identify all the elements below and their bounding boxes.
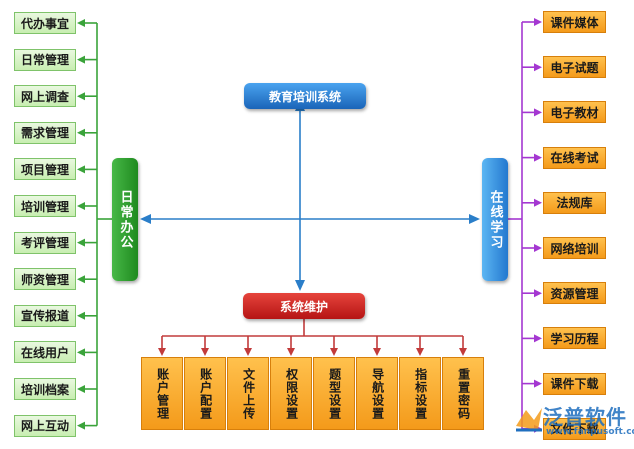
bottom-branch-arrow	[330, 348, 338, 356]
bottom-branch-arrow	[158, 348, 166, 356]
left-branch-arrow	[77, 385, 85, 393]
left-branch-arrow	[77, 275, 85, 284]
right-branch-arrow	[534, 18, 542, 26]
left-branch-arrow	[77, 128, 85, 137]
axis-arrow-left	[140, 214, 151, 224]
right-item: 电子教材	[543, 101, 606, 124]
center-top-box: 教育培训系统	[244, 83, 366, 109]
bottom-item: 账户配置	[184, 357, 226, 430]
watermark-text: 泛普软件	[543, 405, 627, 429]
left-branch-arrow	[77, 202, 85, 210]
right-item: 法规库	[543, 191, 606, 214]
axis-arrow-down	[295, 280, 305, 291]
bottom-branch-arrow	[416, 348, 424, 356]
left-branch-arrow	[77, 311, 85, 320]
bottom-branch-arrow	[244, 348, 252, 356]
left-branch-arrow	[77, 348, 85, 357]
bottom-item: 指标设置	[399, 357, 441, 430]
watermark-url: www.fanpusoft.com	[546, 427, 634, 437]
center-left-box: 日常办公	[112, 158, 138, 281]
bottom-branch-arrow	[287, 348, 295, 356]
left-item: 代办事宜	[14, 12, 76, 34]
right-branch-arrow	[534, 108, 542, 117]
right-item: 课件媒体	[543, 11, 606, 33]
bottom-branch-arrow	[459, 348, 467, 356]
left-item: 日常管理	[14, 48, 76, 71]
right-item: 在线考试	[543, 146, 606, 169]
left-item: 项目管理	[14, 158, 76, 181]
axis-arrow-right	[469, 214, 480, 224]
logo-icon	[516, 408, 542, 432]
right-item: 学习历程	[543, 327, 606, 350]
left-branch-arrow	[77, 55, 85, 64]
right-branch-arrow	[534, 244, 542, 252]
bottom-branch-arrow	[373, 348, 381, 356]
left-branch-arrow	[77, 421, 85, 430]
right-item: 资源管理	[543, 282, 606, 305]
left-item: 需求管理	[14, 121, 76, 144]
left-item: 培训档案	[14, 378, 76, 400]
bottom-branch-arrow	[201, 348, 209, 356]
left-item: 在线用户	[14, 341, 76, 364]
right-branch-arrow	[534, 334, 542, 343]
right-item: 文件下载	[543, 417, 606, 440]
left-item: 培训管理	[14, 195, 76, 217]
left-item: 网上互动	[14, 414, 76, 437]
center-bottom-box: 系统维护	[243, 293, 365, 319]
right-branch-arrow	[534, 63, 542, 72]
right-branch-arrow	[534, 289, 542, 298]
bottom-item: 文件上传	[227, 357, 269, 430]
right-item: 课件下载	[543, 372, 606, 395]
center-right-box: 在线学习	[482, 158, 508, 281]
left-item: 网上调查	[14, 85, 76, 108]
right-branch-arrow	[534, 379, 542, 388]
bottom-item: 题型设置	[313, 357, 355, 430]
bottom-item: 导航设置	[356, 357, 398, 430]
right-branch-arrow	[534, 198, 542, 207]
left-branch-arrow	[77, 238, 85, 247]
left-item: 宣传报道	[14, 304, 76, 327]
left-branch-arrow	[77, 165, 85, 174]
bottom-item: 重置密码	[442, 357, 484, 430]
right-item: 网络培训	[543, 237, 606, 259]
left-item: 师资管理	[14, 268, 76, 291]
right-branch-arrow	[534, 153, 542, 162]
bottom-item: 账户管理	[141, 357, 183, 430]
left-item: 考评管理	[14, 231, 76, 254]
left-branch-arrow	[77, 92, 85, 101]
watermark: 泛普软件 www.fanpusoft.com	[512, 401, 634, 441]
left-branch-arrow	[77, 19, 85, 27]
bottom-item: 权限设置	[270, 357, 312, 430]
right-item: 电子试题	[543, 56, 606, 79]
